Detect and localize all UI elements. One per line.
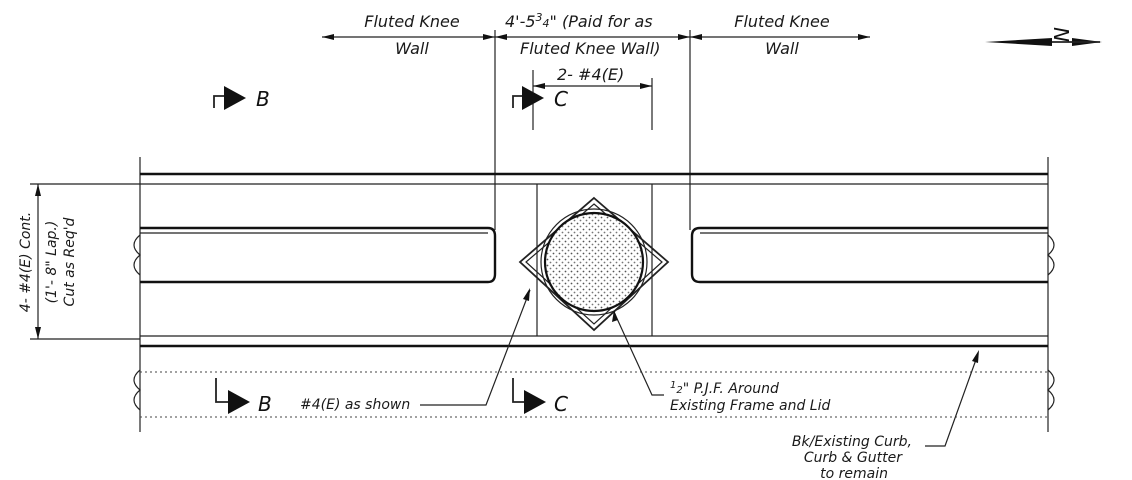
label-dimension-line1: 4'-534" (Paid for as xyxy=(505,11,653,31)
leader-rebar xyxy=(420,289,531,406)
section-c-top-label: C xyxy=(554,87,568,111)
section-b-top-label: B xyxy=(256,87,270,111)
label-fluted-knee-right-line1: Fluted Knee xyxy=(734,12,830,31)
section-marker-c-top: C xyxy=(512,86,568,111)
dim-rest: " (Paid for as xyxy=(550,12,653,31)
label-dimension-line2: Fluted Knee Wall) xyxy=(520,39,660,58)
dim-frac-den: 4 xyxy=(543,17,550,30)
section-c-bottom-label: C xyxy=(554,392,568,416)
label-side-line1: 4- #4(E) Cont. xyxy=(18,212,34,312)
section-marker-c-bottom: C xyxy=(512,378,568,416)
north-letter: N xyxy=(1050,27,1074,42)
label-fluted-knee-left-line1: Fluted Knee xyxy=(364,12,460,31)
pjf-text: " P.J.F. Around xyxy=(683,381,779,397)
dim-frac-num: 3 xyxy=(536,11,543,24)
label-pjf-line1: 12" P.J.F. Around xyxy=(670,380,779,397)
section-marker-b-bottom: B xyxy=(215,378,272,416)
left-dimension xyxy=(30,183,140,340)
pjf-frac-num: 1 xyxy=(670,380,676,391)
top-dimensions xyxy=(322,30,870,230)
leader-curb xyxy=(925,353,979,447)
north-arrow-icon: N xyxy=(985,27,1102,46)
existing-frame-lid xyxy=(543,211,645,313)
label-top-rebar: 2- #4(E) xyxy=(557,65,624,84)
leader-pjf xyxy=(613,311,664,396)
label-side-line3: Cut as Req'd xyxy=(62,217,78,306)
label-fluted-knee-left-line2: Wall xyxy=(395,39,429,58)
pjf-frac-den: 2 xyxy=(676,385,682,396)
label-fluted-knee-right-line2: Wall xyxy=(765,39,799,58)
dim-whole: 4'-5 xyxy=(505,12,536,31)
plan-body xyxy=(133,157,1055,432)
label-curb-line2: Curb & Gutter xyxy=(804,450,903,466)
label-pjf-line2: Existing Frame and Lid xyxy=(670,398,830,414)
label-side-line2: (1'- 8" Lap.) xyxy=(44,221,60,304)
label-curb-line3: to remain xyxy=(820,466,888,480)
section-marker-b-top: B xyxy=(213,86,270,111)
label-curb-line1: Bk/Existing Curb, xyxy=(792,434,912,450)
section-b-bottom-label: B xyxy=(258,392,272,416)
label-rebar-shown: #4(E) as shown xyxy=(300,397,410,413)
